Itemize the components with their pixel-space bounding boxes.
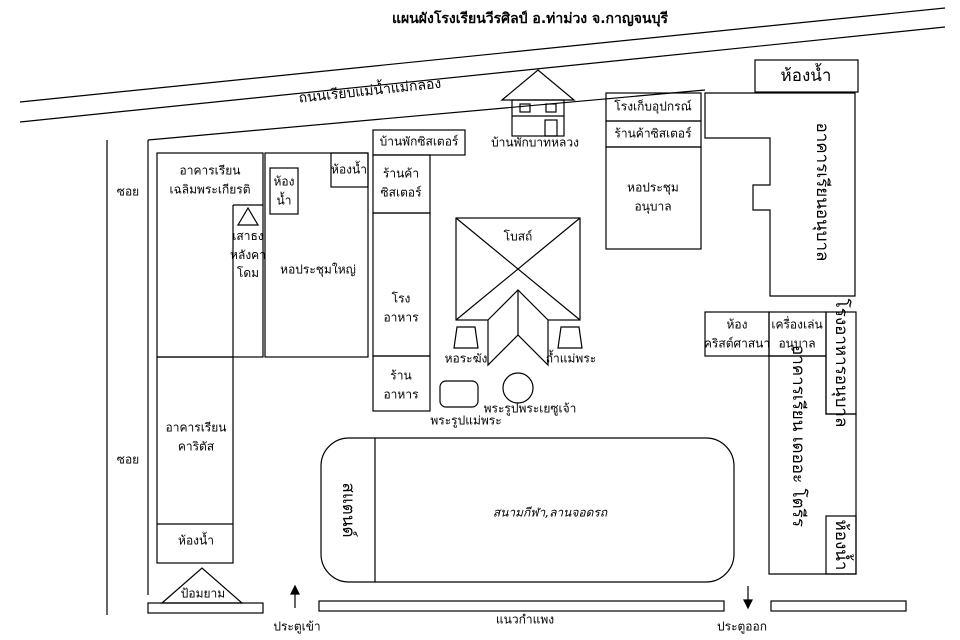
- flagpole-triangle: [236, 206, 260, 226]
- kinder-canteen-label: โรงอาหารอนุบาล: [831, 298, 852, 428]
- sports-field: [320, 437, 735, 583]
- exit-arrow: [743, 586, 753, 610]
- road-upper-edge: [19, 7, 946, 103]
- toilet-top-right-label: ห้องน้ำ: [780, 65, 832, 86]
- wall-label: แนวกำแพง: [495, 612, 555, 627]
- toilet-top-right: [754, 59, 859, 93]
- mary-statue-label: พระรูปแม่พระ: [430, 413, 502, 428]
- jesus-statue-label: พระรูปพระเยซูเจ้า: [483, 401, 577, 416]
- guard-post-label: ป้อมยาม: [180, 586, 226, 601]
- bell-tower-label: หอระฆัง: [444, 351, 488, 366]
- toilet-right-bottom: [825, 515, 857, 575]
- sisters-house-label: บ้านพักซิสเตอร์: [379, 134, 459, 149]
- toilet-main-hall-label: ห้องน้ำ: [331, 162, 367, 177]
- priest-house-label: บ้านพักบาทหลวง: [491, 135, 579, 150]
- map-title: แผนผังโรงเรียนวีรศิลป์ อ.ท่าม่วง จ.กาญจน…: [392, 11, 668, 28]
- canteen: [372, 212, 431, 357]
- alley-label-lower: ซอย: [116, 452, 140, 467]
- bldg-right-long: [768, 355, 857, 575]
- alley-label-upper: ซอย: [116, 184, 140, 199]
- toilet-main-hall: [330, 152, 369, 188]
- mary-statue: [439, 380, 479, 408]
- entrance-label: ประตูเข้า: [273, 619, 321, 634]
- main-hall: [264, 152, 369, 358]
- toilet-small-a-label: ห้องน้ำ: [273, 174, 295, 207]
- food-shop-label: ร้านอาหาร: [383, 368, 419, 401]
- wall-right: [770, 600, 907, 612]
- bell-tower: [453, 326, 479, 349]
- chapel-label: โบสถ์: [501, 227, 535, 247]
- equipment-store-label: โรงเก็บอุปกรณ์: [614, 99, 692, 114]
- stand-label: สแตนด์: [338, 482, 359, 538]
- kindergarten-hall: [605, 146, 702, 250]
- wall-left: [147, 602, 264, 614]
- entrance-arrow: [290, 584, 300, 608]
- main-hall-label: หอประชุมใหญ่: [280, 262, 356, 277]
- priest-house-icon: [500, 69, 576, 137]
- wall-middle: [318, 600, 725, 612]
- kindergarten-building: [704, 92, 856, 297]
- kinder-toys-label: เครื่องเล่นอนุบาล: [771, 317, 823, 350]
- jesus-statue: [502, 372, 534, 404]
- field-label: สนามกีฬา,ลานจอดรถ: [492, 505, 608, 520]
- kindergarten-hall-label: หอประชุมอนุบาล: [627, 180, 679, 213]
- boundary-top: [147, 89, 706, 141]
- sisters-shop-2-label: ร้านค้าซิสเตอร์: [614, 126, 692, 141]
- road-lower-edge: [19, 26, 946, 123]
- toilet-left-label: ห้องน้ำ: [178, 533, 214, 548]
- grotto: [557, 326, 583, 349]
- karitas-label: อาคารเรียนคาริตัส: [165, 420, 227, 453]
- grotto-label: ถ้ำแม่พระ: [545, 351, 597, 366]
- karitas-building: [156, 356, 234, 564]
- kindergarten-building-label: อาคารเรียนอนุบาล: [812, 122, 833, 262]
- food-shop: [372, 355, 431, 412]
- toilet-small-a: [269, 167, 299, 215]
- chaloem-label: อาคารเรียนเฉลิมพระเกียรติ: [169, 163, 251, 196]
- exit-label: ประตูออก: [717, 619, 767, 634]
- flagpole-label: เสาธงหลังคาโดม: [230, 229, 266, 281]
- christian-room-label: ห้องคริสต์ศาสนา: [703, 317, 771, 350]
- toilet-right-bottom-label: ห้องน้ำ: [831, 519, 852, 571]
- sisters-shop-label: ร้านค้าซิสเตอร์: [380, 166, 422, 199]
- canteen-label: โรงอาหาร: [383, 291, 419, 324]
- bldg-right-long-label: อาคารเรียน เดออะ โตรีร: [788, 345, 809, 527]
